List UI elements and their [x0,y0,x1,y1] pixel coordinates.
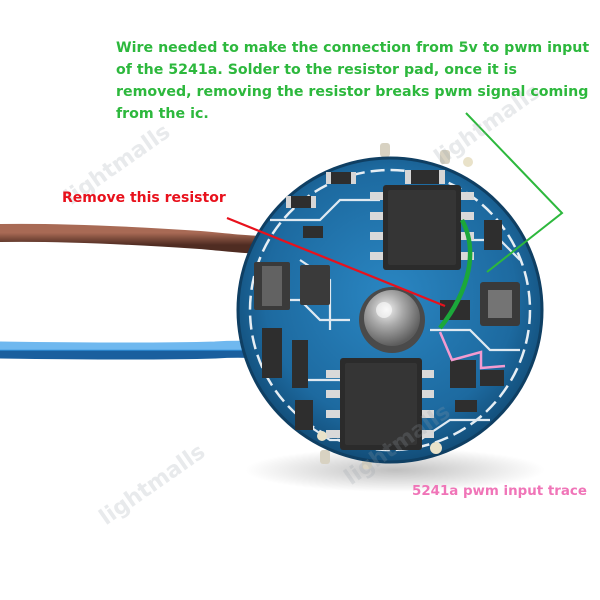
remove-resistor-text: Remove this resistor [62,190,226,206]
smd-components [254,170,520,430]
pink-trace-line [438,331,506,370]
green-pointer-line [465,112,564,273]
pcb-inner-ring [248,168,532,452]
wire-note-text: Wire needed to make the connection from … [116,40,590,122]
green-wire-drawn [438,218,473,330]
lower-ic-chip [326,358,434,450]
solder-pads [317,157,473,454]
pwm-trace-text: 5241a pwm input trace [412,484,587,499]
upper-ic-chip [370,185,474,270]
center-metal-component [359,287,425,353]
red-pointer-line [226,216,446,308]
blue-wire [0,340,267,360]
brown-wire [0,223,274,254]
